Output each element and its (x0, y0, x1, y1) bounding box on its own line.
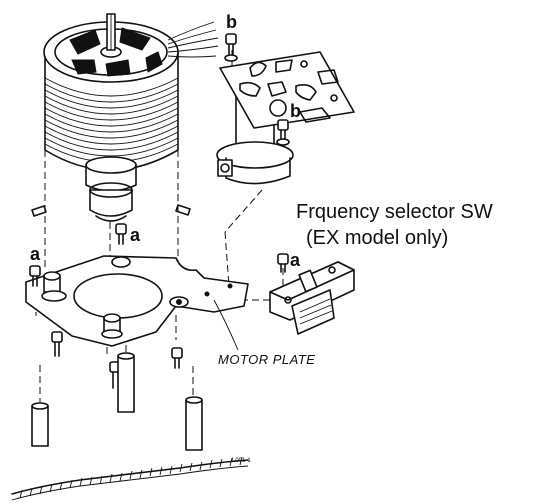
terminal-board-icon (216, 51, 355, 185)
screw-b-label-top: b (226, 12, 237, 32)
screw-a-label-hub: a (130, 225, 141, 245)
screw-a-label-left: a (30, 244, 41, 264)
motor-plate-label: MOTOR PLATE (218, 352, 315, 367)
screw-icon (29, 33, 290, 389)
hex-spacer-icon (31, 352, 203, 451)
figure-code: L001-1 (232, 458, 251, 464)
screw-a-label-switch: a (290, 250, 301, 270)
switch-note: (EX model only) (306, 227, 448, 249)
motor-plate-icon (25, 255, 249, 347)
selector-switch-icon (269, 261, 355, 335)
motor-assembly-icon (43, 13, 219, 222)
switch-title: Frquency selector SW (296, 201, 493, 223)
motor-plate-leader (213, 299, 239, 351)
screw-b-label-mid: b (290, 101, 301, 121)
chassis-edge (11, 456, 249, 501)
set-screw-icon (31, 204, 191, 217)
